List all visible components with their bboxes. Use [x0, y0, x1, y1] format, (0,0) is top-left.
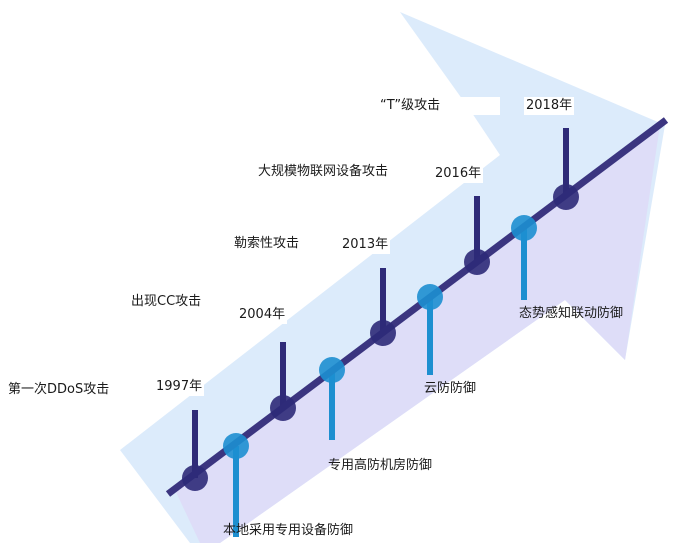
lower-band — [175, 125, 660, 543]
attack-event-label: 第一次DDoS攻击 — [8, 382, 110, 397]
attack-node — [182, 465, 208, 491]
attack-event-label: 大规模物联网设备攻击 — [256, 163, 391, 181]
timeline-axis — [165, 117, 669, 497]
attack-year-label: 2013年 — [340, 236, 391, 254]
attack-node — [553, 184, 579, 210]
attack-event-label: 勒索性攻击 — [234, 236, 300, 251]
attack-year-label: 2004年 — [237, 306, 288, 324]
attack-year-label: 1997年 — [154, 378, 205, 396]
defense-label: 本地采用专用设备防御 — [223, 523, 354, 538]
attack-year-label: 2016年 — [433, 165, 484, 183]
defense-node — [223, 433, 249, 459]
defense-label: 专用高防机房防御 — [328, 458, 433, 473]
defense-node — [417, 284, 443, 310]
defense-node — [319, 357, 345, 383]
attack-event-label: “T”级攻击 — [378, 97, 501, 115]
attack-node — [370, 320, 396, 346]
attack-event-label: 出现CC攻击 — [131, 294, 202, 309]
defense-node — [511, 215, 537, 241]
attack-node — [464, 249, 490, 275]
defense-label: 云防防御 — [424, 381, 477, 396]
attack-year-label: 2018年 — [524, 97, 575, 115]
attack-node — [270, 395, 296, 421]
defense-label: 态势感知联动防御 — [519, 306, 624, 321]
arrow-background — [120, 12, 665, 543]
